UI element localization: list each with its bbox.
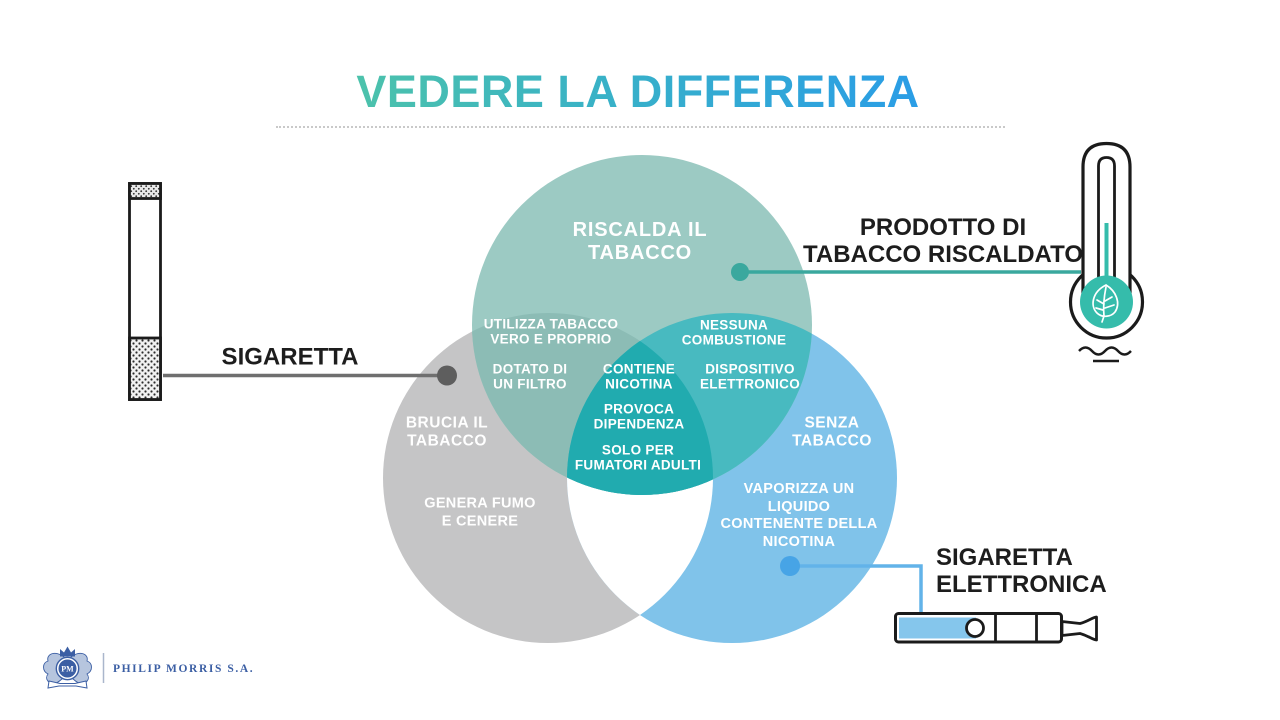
footer-brand-name: PHILIP MORRIS S.A. <box>113 663 255 675</box>
venn-circles <box>383 155 897 643</box>
center-item-nicotine: CONTIENE NICOTINA <box>602 361 676 391</box>
cigarette-connector <box>163 365 457 386</box>
thermometer-leaf-icon <box>1068 141 1145 363</box>
page-title: VEDERE LA DIFFERENZA <box>356 66 920 117</box>
heated-product-connector-dot <box>731 263 749 281</box>
leaf-bulb <box>1080 275 1133 329</box>
ecigarette-connector <box>780 556 923 613</box>
crest-monogram: PM <box>61 665 74 674</box>
callout-cigarette: SIGARETTA <box>221 343 359 371</box>
cigarette-circle-label: BRUCIA IL TABACCO <box>405 414 489 450</box>
heated-cig-item-filter: DOTATO DI UN FILTRO <box>492 361 568 391</box>
ecig-button <box>965 618 985 638</box>
crest-banner <box>47 680 88 689</box>
heat-wave-line <box>1078 346 1132 356</box>
cigarette-connector-dot <box>437 365 457 386</box>
heated-product-connector <box>731 263 1081 281</box>
crest-crown <box>60 646 75 657</box>
cigarette-circle-note: GENERA FUMO E CENERE <box>424 495 536 530</box>
ecigarette-connector-dot <box>780 556 800 576</box>
callout-heated-product: PRODOTTO DI TABACCO RISCALDATO <box>803 214 1083 268</box>
philip-morris-crest: PM <box>43 646 105 689</box>
ecig-mouthpiece <box>1060 615 1098 642</box>
title-divider <box>276 126 1005 128</box>
ecigarette-circle-label: SENZA TABACCO <box>792 414 872 450</box>
cigarette-icon <box>128 182 162 401</box>
heated-ecig-item-no-combustion: NESSUNA COMBUSTIONE <box>681 317 787 347</box>
center-item-addiction: PROVOCA DIPENDENZA <box>593 401 685 431</box>
ecigarette-icon <box>894 612 1098 644</box>
center-item-adults-only: SOLO PER FUMATORI ADULTI <box>574 442 702 472</box>
heated-ecig-item-electronic: DISPOSITIVO ELETTRONICO <box>699 361 801 391</box>
callout-ecigarette: SIGARETTA ELETTRONICA <box>936 544 1107 598</box>
leaf-glyph <box>1092 284 1119 323</box>
ecigarette-circle-note: VAPORIZZA UN LIQUIDO CONTENENTE DELLA NI… <box>720 481 878 550</box>
center-overlap <box>567 313 713 495</box>
heated-cig-item-real-tobacco: UTILIZZA TABACCO VERO E PROPRIO <box>483 316 619 346</box>
heated-circle-label: RISCALDA IL TABACCO <box>572 219 708 264</box>
